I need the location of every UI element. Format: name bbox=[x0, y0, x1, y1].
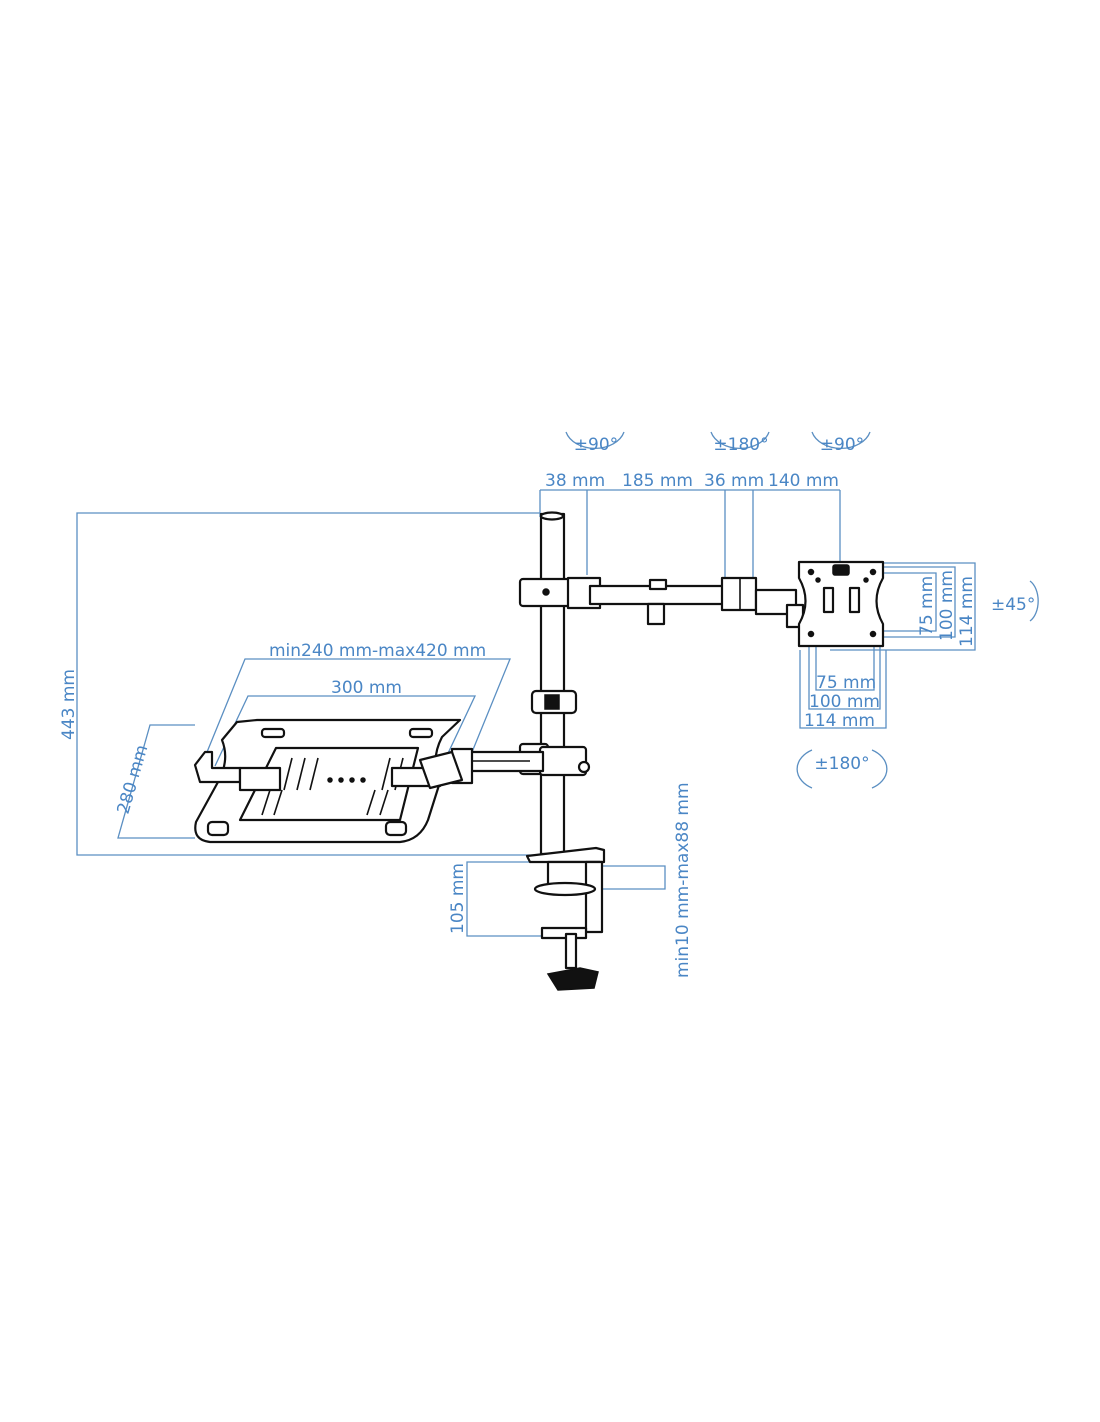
tray-width-range-label: min240 mm-max420 mm bbox=[269, 641, 486, 661]
vesa-horizontal-label-1: 75 mm bbox=[816, 673, 876, 693]
rotation-arc-45 bbox=[1029, 580, 1039, 622]
arm-dimension-b: 185 mm bbox=[622, 471, 693, 491]
height-collar bbox=[530, 689, 578, 715]
rotation-label-arm-base: ±90° bbox=[574, 435, 618, 455]
vesa-vertical-label-2: 100 mm bbox=[937, 570, 957, 641]
desk-thickness-label: min10 mm-max88 mm bbox=[673, 782, 693, 978]
vesa-head bbox=[797, 560, 885, 648]
desk-thickness-dimension-line bbox=[600, 865, 666, 890]
arm-dimension-d: 140 mm bbox=[768, 471, 839, 491]
arm-dimension-c: 36 mm bbox=[704, 471, 764, 491]
vesa-horizontal-dimension bbox=[799, 640, 887, 729]
tray-depth-label: 280 mm bbox=[114, 743, 153, 817]
rotation-label-arm-joint: ±180° bbox=[713, 435, 768, 455]
clamp-depth-dimension-line bbox=[466, 861, 548, 937]
laptop-tray bbox=[193, 718, 464, 844]
vesa-vertical-label-3: 114 mm bbox=[957, 576, 977, 647]
arm-dimension-a: 38 mm bbox=[545, 471, 605, 491]
tray-range-dimension-line bbox=[204, 658, 511, 758]
monitor-arm bbox=[518, 576, 805, 629]
dimension-lines bbox=[76, 489, 976, 937]
tray-arm bbox=[450, 742, 591, 785]
rotation-arcs bbox=[565, 431, 1039, 789]
height-dimension-line bbox=[76, 512, 540, 856]
tray-width-label: 300 mm bbox=[331, 678, 402, 698]
vesa-horizontal-label-2: 100 mm bbox=[809, 692, 880, 712]
clamp-depth-label: 105 mm bbox=[448, 863, 468, 934]
vesa-vertical-dimension bbox=[830, 562, 976, 651]
rotation-label-head-swivel: ±180° bbox=[814, 754, 869, 774]
height-dimension-label: 443 mm bbox=[59, 669, 79, 740]
desk-clamp bbox=[525, 846, 606, 991]
rotation-label-head-tilt: ±90° bbox=[820, 435, 864, 455]
rotation-label-head-rotate: ±45° bbox=[991, 595, 1035, 615]
tray-depth-dimension-line bbox=[117, 724, 195, 839]
vesa-vertical-label-1: 75 mm bbox=[917, 576, 937, 636]
rotation-arc-arm-base bbox=[565, 431, 625, 450]
pole bbox=[539, 511, 566, 856]
vesa-horizontal-label-3: 114 mm bbox=[804, 711, 875, 731]
